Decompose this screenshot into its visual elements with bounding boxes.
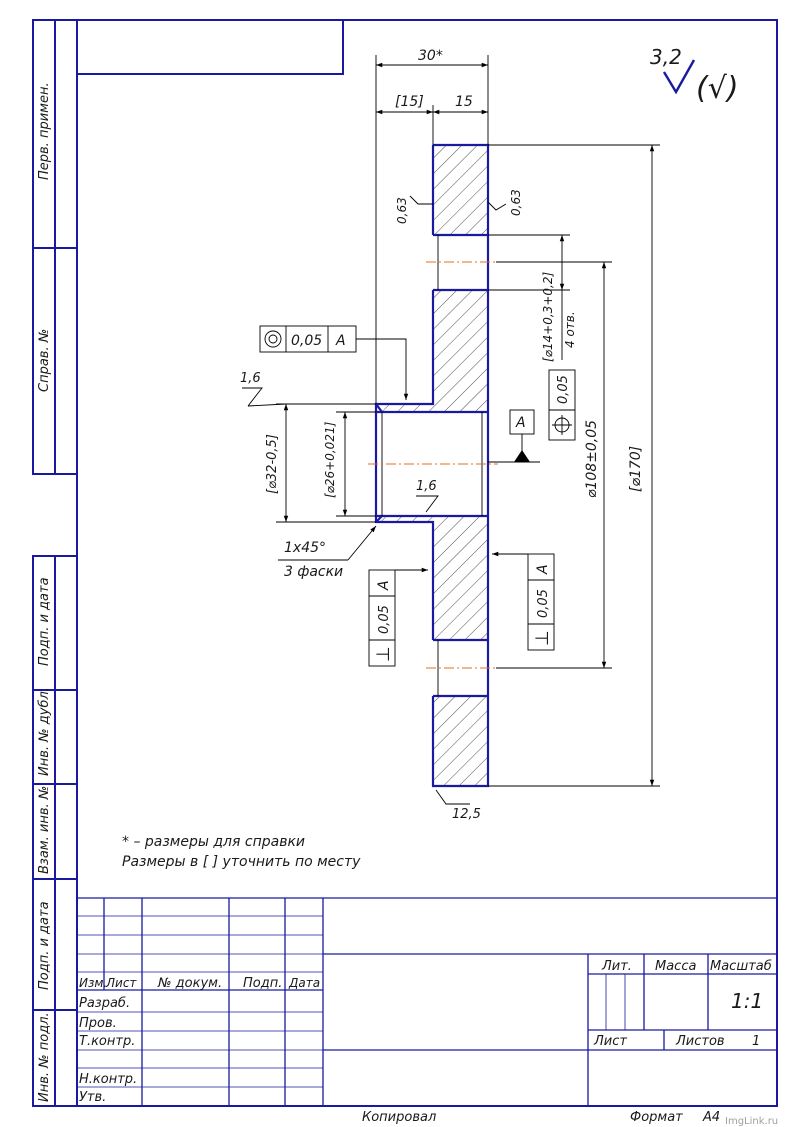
tolerance-frames: 0,05 A 0,05 A A 0,05 ⊥ [259, 325, 576, 667]
footer-watermark: ImgLink.ru [725, 1116, 778, 1127]
svg-text:0,05: 0,05 [536, 589, 551, 618]
value-sheets: 1 [752, 1034, 760, 1049]
roughness-marks: 3,2 (√) 0,63 0,63 1,6 1,6 12,5 [240, 45, 739, 822]
tolerance-concentricity: 0,05 A [259, 325, 409, 400]
stamp-perv-primen: Перв. примен. [37, 82, 52, 180]
svg-text:1,6: 1,6 [240, 371, 261, 386]
dimension-lines [276, 55, 660, 787]
dim-overall-width: 30* [418, 48, 443, 64]
svg-text:⊥: ⊥ [373, 646, 394, 662]
roughness-paren-check: (√) [696, 71, 739, 106]
svg-text:0,05: 0,05 [377, 605, 392, 634]
hatching [376, 145, 488, 786]
footer-copied: Копировал [362, 1110, 436, 1125]
row-tkontr: Т.контр. [79, 1034, 135, 1049]
col-list: Лист [105, 976, 137, 990]
value-scale: 1:1 [731, 989, 763, 1013]
dim-hub-dia: [⌀32-0,5] [265, 434, 280, 494]
part-section [368, 143, 498, 788]
roughness-general-value: 3,2 [650, 45, 682, 69]
roughness-left-face: 0,63 [395, 195, 433, 224]
title-block-text: Изм. Лист № докум. Подп. Дата Разраб. Пр… [79, 959, 772, 1105]
sheet-frame [32, 19, 778, 1107]
col-data: Дата [288, 976, 320, 990]
svg-text:1,6: 1,6 [416, 479, 437, 494]
side-stamps: Перв. примен. Справ. № Подп. и дата Инв.… [37, 82, 52, 1102]
svg-text:A: A [376, 580, 392, 591]
svg-text:0,63: 0,63 [509, 189, 523, 216]
svg-text:0,63: 0,63 [395, 197, 409, 224]
col-izm: Изм. [79, 976, 107, 990]
stamp-vzam-inv: Взам. инв. № [37, 786, 52, 874]
drawing-notes: * – размеры для справки Размеры в [ ] ут… [122, 834, 361, 870]
dim-pcd: ⌀108±0,05 [584, 420, 600, 498]
dim-chamfer-note: 3 фаски [284, 564, 343, 580]
label-scale: Масштаб [710, 959, 772, 974]
row-utv: Утв. [79, 1090, 106, 1105]
row-prov: Пров. [79, 1016, 117, 1031]
label-mass: Масса [655, 959, 696, 974]
center-axes [368, 261, 498, 669]
datum-a-label: A [515, 415, 526, 431]
roughness-right-face: 0,63 [487, 189, 523, 216]
roughness-general: 3,2 (√) [650, 45, 739, 106]
dim-hole-dia: [⌀14+0,3+0,2] [541, 272, 555, 362]
svg-text:12,5: 12,5 [452, 807, 481, 822]
svg-text:0,05: 0,05 [291, 333, 322, 349]
roughness-bore-inside: 1,6 [416, 479, 439, 513]
tolerance-perp-left: A 0,05 ⊥ [368, 567, 428, 667]
dim-chamfer: 1x45° [284, 540, 326, 556]
footer-format-value: А4 [702, 1110, 720, 1125]
svg-text:⊥: ⊥ [532, 630, 553, 646]
stamp-inv-dubl: Инв. № дубл. [37, 687, 52, 776]
dim-outer-dia: [⌀170] [628, 446, 644, 492]
label-lit: Лит. [601, 959, 632, 974]
label-sheet: Лист [593, 1034, 627, 1049]
col-podp: Подп. [243, 976, 282, 991]
dimension-texts: 30* [15] 15 [⌀170] ⌀108±0,05 [⌀14+0,3+0,… [265, 48, 644, 580]
stamp-sprav-no: Справ. № [37, 329, 52, 392]
row-razrab: Разраб. [79, 996, 130, 1011]
label-sheets: Листов [675, 1034, 725, 1049]
stamp-podp-data-2: Подп. и дата [37, 901, 52, 990]
roughness-outer: 12,5 [435, 789, 481, 822]
note-reference: * – размеры для справки [122, 834, 305, 850]
footer-format-label: Формат [630, 1110, 683, 1125]
tolerance-perp-right: A 0,05 ⊥ [492, 551, 555, 651]
roughness-bore-left: 1,6 [240, 371, 287, 407]
part-outline [374, 143, 490, 788]
datum-a: A [488, 409, 540, 463]
svg-text:A: A [335, 333, 346, 349]
dim-bore-dia: [⌀26+0,021] [323, 421, 337, 498]
note-adjust: Размеры в [ ] уточнить по месту [122, 854, 361, 870]
svg-text:0,05: 0,05 [556, 375, 571, 404]
dim-hole-count: 4 отв. [563, 311, 577, 348]
dim-hub-width: [15] [395, 94, 424, 110]
dim-flange-width: 15 [455, 94, 473, 110]
svg-text:A: A [535, 564, 551, 575]
row-nkontr: Н.контр. [79, 1072, 137, 1087]
stamp-podp-data-1: Подп. и дата [37, 577, 52, 666]
col-dokum: № докум. [157, 976, 222, 991]
title-block [77, 897, 777, 1106]
tolerance-position: 0,05 [548, 369, 576, 441]
stamp-inv-podl: Инв. № подл. [37, 1012, 52, 1102]
sheet-footer: Копировал Формат А4 ImgLink.ru [362, 1110, 778, 1127]
